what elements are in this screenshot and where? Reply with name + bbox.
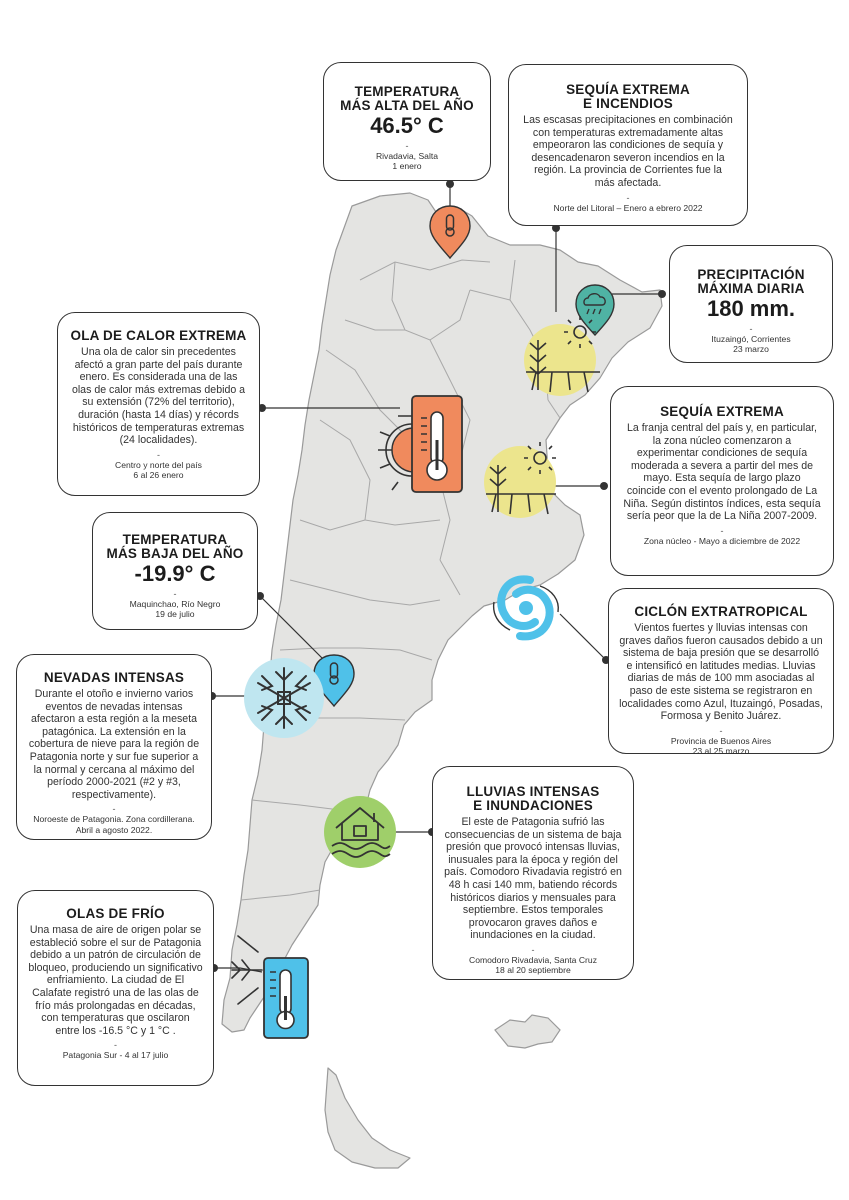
card-location: Ituzaingó, Corrientes — [711, 334, 791, 344]
card-date: 23 marzo — [733, 344, 769, 355]
card-date: 1 enero — [392, 161, 422, 172]
card-dash: - — [114, 1040, 117, 1051]
card-dash: - — [173, 589, 177, 599]
card-title: SEQUÍA EXTREMA E INCENDIOS — [566, 82, 690, 111]
flood-house-icon — [324, 796, 396, 868]
card-sequia-extrema: SEQUÍA EXTREMA La franja central del paí… — [610, 386, 834, 576]
cyclone-icon — [492, 575, 559, 641]
card-olas-frio: OLAS DE FRÍO Una masa de aire de origen … — [17, 890, 214, 1086]
card-date: Abril a agosto 2022. — [75, 824, 153, 835]
thermometer-pin-icon — [429, 205, 471, 260]
card-date: 19 de julio — [155, 609, 195, 620]
card-title: SEQUÍA EXTREMA — [660, 404, 784, 419]
card-body: Una masa de aire de origen polar se esta… — [28, 924, 203, 1037]
card-date: 18 al 20 septiembre — [495, 965, 571, 976]
card-dash: - — [531, 944, 535, 955]
card-body: Durante el otoño e invierno varios event… — [28, 688, 200, 801]
card-title: TEMPERATURA MÁS BAJA DEL AÑO — [106, 532, 244, 561]
card-title: OLAS DE FRÍO — [66, 906, 165, 921]
card-dash: - — [720, 525, 724, 536]
card-date: 6 al 26 enero — [133, 470, 184, 481]
card-date: 23 al 25 marzo — [692, 746, 750, 757]
card-title: CICLÓN EXTRATROPICAL — [634, 604, 808, 619]
card-temp-min: TEMPERATURA MÁS BAJA DEL AÑO -19.9° C - … — [92, 512, 258, 630]
card-dash: - — [749, 324, 753, 334]
card-value: 46.5° C — [370, 113, 444, 138]
card-location: Rivadavia, Salta — [375, 151, 439, 161]
malvinas-islands — [494, 1014, 561, 1049]
card-title: TEMPERATURA MÁS ALTA DEL AÑO — [340, 84, 474, 113]
card-title: LLUVIAS INTENSAS E INUNDACIONES — [466, 784, 600, 813]
heat-thermometer-icon — [378, 395, 463, 493]
card-location: Comodoro Rivadavia, Santa Cruz — [468, 954, 597, 965]
card-ola-calor: OLA DE CALOR EXTREMA Una ola de calor si… — [57, 312, 260, 496]
card-body: Las escasas precipitaciones en combinaci… — [523, 114, 733, 189]
card-title: PRECIPITACIÓN MÁXIMA DIARIA — [697, 267, 805, 296]
card-dash: - — [405, 141, 409, 151]
card-value: 180 mm. — [706, 296, 796, 321]
snowflake-icon — [244, 658, 324, 738]
card-location: Maquinchao, Río Negro — [129, 599, 221, 609]
card-location: Norte del Litoral – Enero a ebrero 2022 — [553, 202, 703, 213]
card-location: Centro y norte del país — [115, 459, 202, 470]
card-body: Una ola de calor sin precedentes afectó … — [71, 346, 246, 447]
card-dash: - — [626, 192, 630, 203]
card-lluvias: LLUVIAS INTENSAS E INUNDACIONES El este … — [432, 766, 634, 980]
card-location: Patagonia Sur - 4 al 17 julio — [62, 1050, 169, 1061]
drought-sun-icon — [524, 316, 600, 396]
card-temp-max: TEMPERATURA MÁS ALTA DEL AÑO 46.5° C - R… — [323, 62, 491, 181]
connector-lines — [212, 184, 662, 973]
card-title: OLA DE CALOR EXTREMA — [70, 328, 247, 343]
card-precipitacion: PRECIPITACIÓN MÁXIMA DIARIA 180 mm. - It… — [669, 245, 833, 363]
card-ciclon: CICLÓN EXTRATROPICAL Vientos fuertes y l… — [608, 588, 834, 757]
card-title: NEVADAS INTENSAS — [43, 670, 185, 685]
card-dash: - — [719, 725, 723, 736]
card-body: La franja central del país y, en particu… — [623, 422, 821, 523]
card-dash: - — [112, 804, 116, 815]
card-sequia-incendios: SEQUÍA EXTREMA E INCENDIOS Las escasas p… — [508, 64, 748, 226]
card-location: Provincia de Buenos Aires — [670, 735, 772, 746]
drought-sun-icon — [484, 442, 556, 518]
card-location: Zona núcleo - Mayo a diciembre de 2022 — [643, 535, 801, 546]
tierra-del-fuego — [324, 1067, 411, 1169]
cold-thermometer-icon — [231, 935, 309, 1039]
card-nevadas: NEVADAS INTENSAS Durante el otoño e invi… — [16, 654, 212, 840]
card-dash: - — [157, 449, 160, 460]
rain-cloud-pin-icon — [575, 284, 615, 337]
card-location: Noroeste de Patagonia. Zona cordillerana… — [33, 814, 195, 825]
card-value: -19.9° C — [134, 561, 216, 586]
card-body: El este de Patagonia sufrió las consecue… — [444, 816, 622, 942]
card-body: Vientos fuertes y lluvias intensas con g… — [619, 622, 823, 723]
